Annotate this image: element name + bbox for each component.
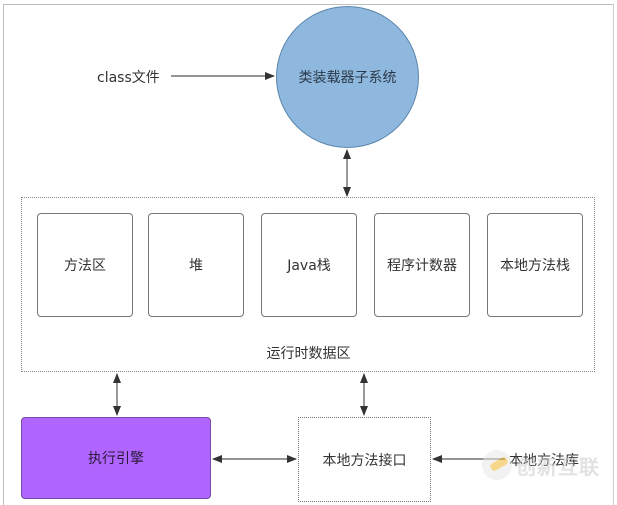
watermark: 创新互联	[482, 450, 600, 480]
native-method-stack: 本地方法栈	[487, 213, 583, 317]
native-library-label: 本地方法库	[509, 453, 579, 469]
watermark-logo-icon	[482, 450, 512, 480]
native-method-interface: 本地方法接口	[298, 417, 431, 502]
native-interface-label: 本地方法接口	[322, 452, 407, 469]
method-area: 方法区	[37, 213, 133, 317]
execution-engine-label: 执行引擎	[88, 451, 144, 467]
cell-label: 程序计数器	[387, 258, 457, 274]
runtime-data-area	[21, 197, 595, 372]
class-loader-subsystem: 类装载器子系统	[276, 6, 419, 148]
cell-label: Java栈	[287, 258, 331, 274]
cell-label: 方法区	[64, 258, 106, 274]
image-frame	[3, 4, 614, 505]
heap: 堆	[148, 213, 244, 317]
java-stack: Java栈	[261, 213, 357, 317]
runtime-data-area-label: 运行时数据区	[266, 346, 351, 362]
cell-label: 本地方法栈	[500, 258, 570, 274]
class-loader-label: 类装载器子系统	[298, 70, 397, 86]
program-counter: 程序计数器	[374, 213, 470, 317]
execution-engine: 执行引擎	[21, 417, 211, 499]
class-file-label: class文件	[97, 70, 160, 86]
cell-label: 堆	[189, 258, 203, 274]
watermark-text: 创新互联	[516, 454, 600, 479]
